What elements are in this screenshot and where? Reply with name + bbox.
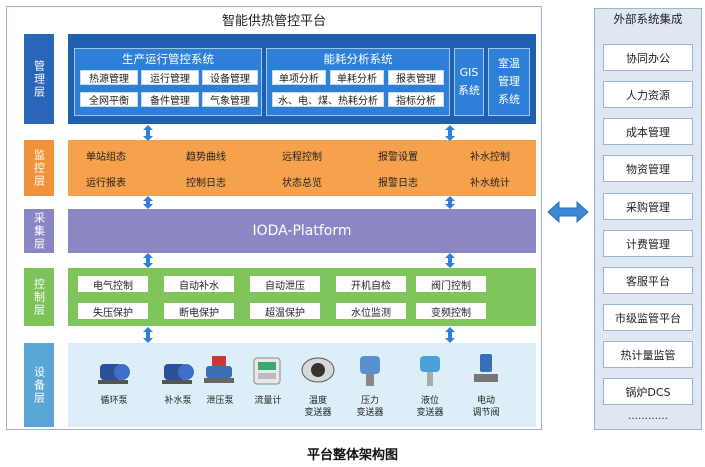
device-label: 温度 变送器 <box>304 396 332 418</box>
figure-caption: 平台整体架构图 <box>306 448 398 463</box>
monitoring-item: 运行报表 <box>86 178 126 189</box>
actuator-icon <box>474 354 498 382</box>
indoor-temp-box: 室温管理系统 <box>488 48 530 116</box>
external-more: ………… <box>628 411 668 422</box>
device-label: 流量计 <box>254 396 282 406</box>
control-item: 失压保护 <box>78 303 148 319</box>
mgmt-item: 设备管理 <box>202 70 258 85</box>
indoor-temp-label: 室温管理系统 <box>498 57 520 106</box>
mgmt-item: 水、电、煤、热耗分析 <box>272 92 384 107</box>
control-item: 自动补水 <box>164 276 234 292</box>
device-band <box>68 343 536 427</box>
mgmt-item: 单项分析 <box>272 70 326 85</box>
control-item: 超温保护 <box>250 303 320 319</box>
monitoring-band <box>68 140 536 196</box>
monitoring-item: 远程控制 <box>282 152 322 163</box>
external-system-item: 协同办公 <box>603 44 693 71</box>
bidirectional-arrow-icon <box>547 200 589 224</box>
production-system-title: 生产运行管控系统 <box>122 52 214 66</box>
thermometer-icon <box>301 357 335 383</box>
external-system-item: 市级监管平台 <box>603 304 693 331</box>
device-label: 电动 调节阀 <box>472 396 500 418</box>
monitoring-item: 报警日志 <box>378 178 418 189</box>
external-system-item: 客服平台 <box>603 267 693 294</box>
external-system-item: 物资管理 <box>603 155 693 182</box>
device-label: 循环泵 <box>100 396 128 406</box>
monitoring-item: 补水统计 <box>470 178 510 189</box>
mgmt-item: 报表管理 <box>388 70 444 85</box>
pump-icon <box>162 364 194 384</box>
level-sensor-icon <box>420 356 440 386</box>
layer-label-control: 控制层 <box>24 268 54 326</box>
ioda-platform: IODA-Platform <box>68 209 536 253</box>
control-item: 电气控制 <box>78 276 148 292</box>
mgmt-item: 热源管理 <box>80 70 138 85</box>
platform-title: 智能供热管控平台 <box>221 14 326 29</box>
pressure-gauge-icon <box>360 356 380 386</box>
mgmt-item: 气象管理 <box>202 92 258 107</box>
control-item: 开机自检 <box>336 276 406 292</box>
mgmt-item: 运行管理 <box>141 70 199 85</box>
device-label: 泄压泵 <box>206 396 234 406</box>
device-label: 压力 变送器 <box>356 396 384 418</box>
control-item: 水位监测 <box>336 303 406 319</box>
device-label: 液位 变送器 <box>416 396 444 418</box>
external-system-item: 人力资源 <box>603 81 693 108</box>
gis-system-box: GIS系统 <box>454 48 484 116</box>
monitoring-item: 单站组态 <box>86 152 126 163</box>
device-label: 补水泵 <box>164 396 192 406</box>
control-item: 自动泄压 <box>250 276 320 292</box>
mgmt-item: 单耗分析 <box>330 70 384 85</box>
mgmt-item: 全网平衡 <box>80 92 138 107</box>
layer-label-monitoring: 监控层 <box>24 140 54 196</box>
external-system-item: 采购管理 <box>603 193 693 220</box>
layer-label-collection: 采集层 <box>24 209 54 253</box>
layer-label-management: 管理层 <box>24 34 54 124</box>
layer-label-device: 设备层 <box>24 343 54 427</box>
monitoring-item: 报警设置 <box>378 152 418 163</box>
external-system-item: 计费管理 <box>603 230 693 257</box>
monitoring-item: 补水控制 <box>470 152 510 163</box>
flowmeter-icon <box>253 357 281 385</box>
external-system-item: 热计量监管 <box>603 341 693 368</box>
control-item: 断电保护 <box>164 303 234 319</box>
monitoring-item: 趋势曲线 <box>186 152 226 163</box>
valve-icon <box>204 356 234 383</box>
monitoring-item: 状态总览 <box>282 178 322 189</box>
gis-system-label: GIS系统 <box>458 66 480 97</box>
energy-system-title: 能耗分析系统 <box>323 52 393 66</box>
pump-icon <box>98 364 130 384</box>
mgmt-item: 备件管理 <box>141 92 199 107</box>
control-item: 阀门控制 <box>416 276 486 292</box>
monitoring-item: 控制日志 <box>186 178 226 189</box>
external-system-item: 成本管理 <box>603 118 693 145</box>
external-system-item: 锅炉DCS <box>603 378 693 405</box>
external-systems-title: 外部系统集成 <box>613 12 683 26</box>
mgmt-item: 指标分析 <box>388 92 444 107</box>
control-item: 变频控制 <box>416 303 486 319</box>
